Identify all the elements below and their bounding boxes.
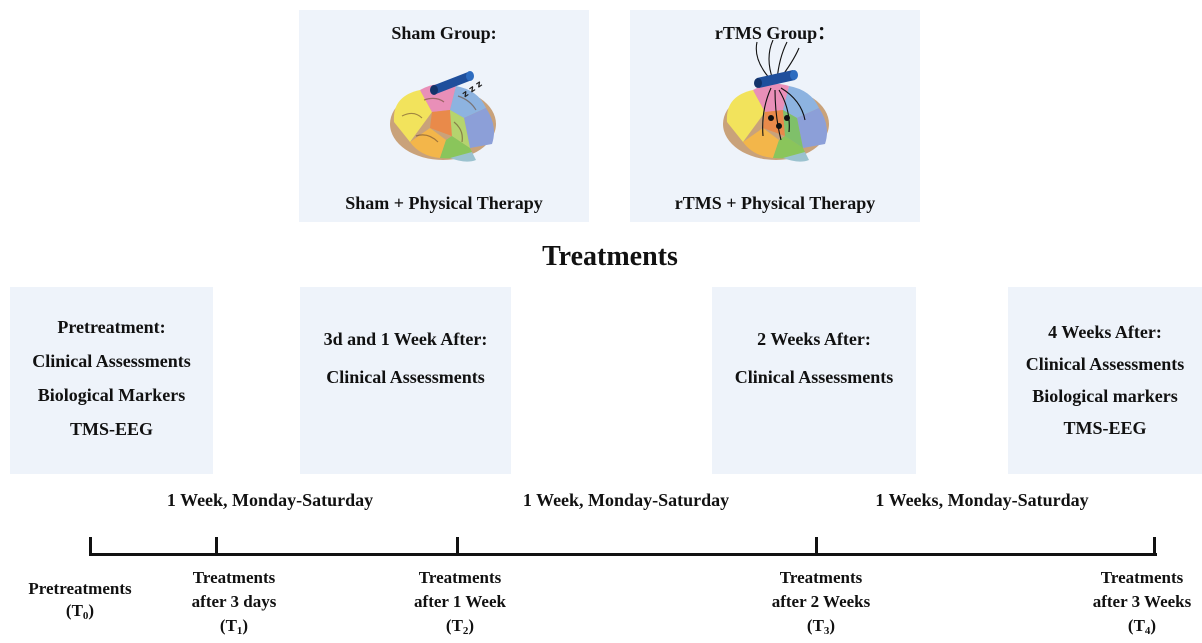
assessment-line: Biological markers — [1032, 386, 1178, 406]
timepoint-code: (T3) — [806, 616, 836, 637]
timepoint-code: (T4) — [1127, 616, 1157, 637]
timeline-tick-t3 — [815, 537, 818, 555]
timepoint-name: Treatments — [418, 568, 502, 587]
timepoint-name: Treatments — [779, 568, 863, 587]
interval-label-3: 1 Weeks, Monday-Saturday — [875, 490, 1089, 510]
rtms-brain-illustration — [723, 40, 829, 162]
assessment-line: TMS-EEG — [1063, 418, 1147, 438]
timepoint-name: Treatments — [192, 568, 276, 587]
assessment-line: Clinical Assessments — [32, 351, 191, 371]
assessment-line: Clinical Assessments — [734, 367, 894, 387]
timepoint-code: (T2) — [445, 616, 475, 637]
timepoint-subname: after 3 days — [191, 592, 277, 611]
timepoint-name: Pretreatments — [28, 579, 132, 598]
assessment-4-weeks-text: 4 Weeks After: Clinical Assessments Biol… — [1008, 316, 1202, 444]
timepoint-subname: after 2 Weeks — [771, 592, 871, 611]
timeline-tick-t1 — [215, 537, 218, 555]
assessment-line: TMS-EEG — [69, 419, 153, 439]
assessment-panel-1-week — [300, 287, 511, 474]
assessment-line: Pretreatment: — [57, 317, 166, 337]
interval-label-1: 1 Week, Monday-Saturday — [166, 490, 374, 510]
assessment-pretreatment-text: Pretreatment: Clinical Assessments Biolo… — [10, 310, 213, 446]
assessment-line: Biological Markers — [37, 385, 186, 405]
timepoint-code: (T0) — [65, 601, 95, 622]
assessment-1-week-text: 3d and 1 Week After: Clinical Assessment… — [300, 320, 511, 396]
timeline-tick-t2 — [456, 537, 459, 555]
rtms-group-title: rTMS Group： — [714, 23, 836, 43]
timepoint-subname: after 1 Week — [414, 592, 506, 611]
treatments-heading: Treatments — [542, 241, 678, 272]
sham-group-caption: Sham + Physical Therapy — [345, 193, 543, 213]
coil-icon — [754, 70, 798, 88]
assessment-line: 4 Weeks After: — [1048, 322, 1162, 342]
timepoint-code: (T1) — [219, 616, 249, 637]
assessment-line: 3d and 1 Week After: — [323, 329, 488, 349]
rtms-group-caption: rTMS + Physical Therapy — [674, 193, 876, 213]
timeline-axis — [89, 553, 1157, 556]
brain-icon — [390, 83, 496, 162]
timeline-tick-t0 — [89, 537, 92, 555]
assessment-line: Clinical Assessments — [326, 367, 485, 387]
timepoint-label-t4: Treatments after 3 Weeks (T4) — [1082, 566, 1202, 643]
timepoint-label-t2: Treatments after 1 Week (T2) — [380, 566, 540, 643]
neuron-dot — [768, 115, 774, 121]
assessment-2-weeks-text: 2 Weeks After: Clinical Assessments — [712, 320, 916, 396]
timeline-tick-t4 — [1153, 537, 1156, 555]
neuron-dot — [784, 115, 790, 121]
assessment-panel-2-weeks — [712, 287, 916, 474]
interval-label-2: 1 Week, Monday-Saturday — [522, 490, 730, 510]
coil-icon — [430, 71, 474, 95]
brain-icon — [723, 83, 829, 162]
assessment-line: Clinical Assessments — [1025, 354, 1185, 374]
sham-brain-illustration: z z z — [390, 71, 496, 162]
neuron-dot — [776, 123, 782, 129]
timepoint-label-t1: Treatments after 3 days (T1) — [154, 566, 314, 643]
assessment-panel-pretreatment — [10, 287, 213, 474]
timepoint-name: Treatments — [1100, 568, 1184, 587]
timepoint-label-t3: Treatments after 2 Weeks (T3) — [741, 566, 901, 643]
timepoint-subname: after 3 Weeks — [1092, 592, 1192, 611]
timepoint-label-t0: Pretreatments (T0) — [0, 578, 160, 627]
assessment-line: 2 Weeks After: — [757, 329, 871, 349]
sham-group-title: Sham Group: — [391, 23, 497, 43]
assessment-panel-4-weeks — [1008, 287, 1202, 474]
